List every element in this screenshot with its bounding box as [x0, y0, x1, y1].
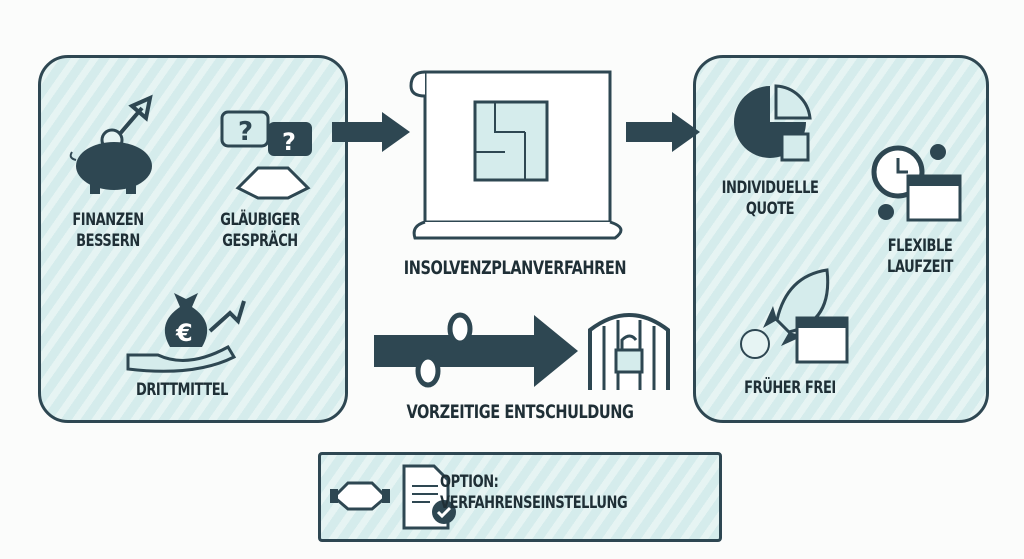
rocket-calendar-icon: [735, 268, 850, 368]
drittmittel-label: DRITTMITTEL: [135, 380, 229, 400]
money-bag-hand-icon: €: [124, 285, 254, 375]
vorzeitige-entschuldung-label: VORZEITIGE ENTSCHULDUNG: [406, 401, 634, 423]
svg-text:?: ?: [282, 128, 296, 156]
broken-chain-arrow-icon: [372, 305, 582, 395]
handshake-icon: [330, 475, 390, 520]
signed-document-icon: [400, 462, 460, 532]
blueprint-scroll-icon: [405, 62, 630, 247]
glaeubiger-gespraech-label: GLÄUBIGER GESPRÄCH: [220, 210, 300, 251]
pie-puzzle-icon: [730, 82, 820, 167]
clock-calendar-icon: [870, 140, 965, 230]
option-verfahrenseinstellung-label: OPTION: VERFAHRENSEINSTELLUNG: [440, 472, 628, 513]
handshake-questions-icon: ??: [218, 108, 318, 203]
frueher-frei-label: FRÜHER FREI: [744, 378, 836, 398]
arrow-right-icon: [330, 112, 412, 152]
flexible-laufzeit-label: FLEXIBLE LAUFZEIT: [887, 236, 953, 277]
arrow-right-icon: [624, 112, 702, 152]
svg-text:?: ?: [238, 117, 253, 147]
open-gate-lock-icon: [584, 302, 674, 394]
euro-symbol: €: [175, 319, 193, 347]
insolvenzplanverfahren-title: INSOLVENZPLANVERFAHREN: [403, 257, 627, 279]
finanzen-bessern-label: FINANZEN BESSERN: [72, 210, 144, 251]
individuelle-quote-label: INDIVIDUELLE QUOTE: [721, 178, 819, 219]
piggy-bank-icon: [62, 88, 162, 198]
